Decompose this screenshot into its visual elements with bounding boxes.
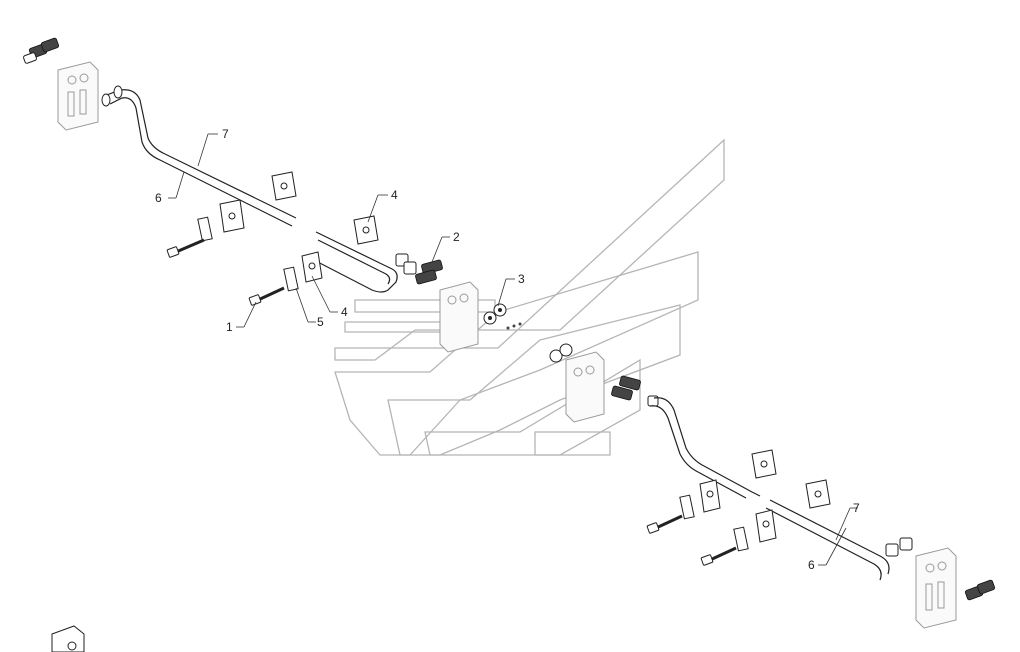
callout-6-upper: 6 — [155, 191, 162, 205]
clamp-plate-lower-1 — [679, 479, 721, 520]
callout-1: 1 — [226, 320, 233, 334]
callout-3: 3 — [518, 272, 525, 286]
callout-5: 5 — [317, 315, 324, 329]
fitting-upper-left — [23, 37, 60, 64]
clamp-lower-2 — [805, 479, 831, 509]
pipe-pair-lower — [649, 397, 890, 581]
callout-2: 2 — [453, 230, 460, 244]
fitting-lower — [611, 375, 659, 407]
callout-4-middle: 4 — [341, 305, 348, 319]
mounting-bracket-right-center — [565, 351, 605, 423]
upper-left-assembly — [23, 37, 522, 353]
nut-set — [483, 303, 522, 330]
bolt-lower-1 — [646, 514, 683, 534]
bolt-2 — [248, 286, 285, 306]
clamp-plate-2 — [283, 251, 323, 292]
callout-4-top: 4 — [391, 188, 398, 202]
bolt-lower-2 — [700, 546, 737, 566]
callout-labels: 7 6 4 2 3 4 1 5 7 6 — [155, 127, 860, 572]
fitting-lower-right — [885, 537, 996, 601]
mounting-bracket-center — [439, 281, 479, 353]
mounting-bracket-right — [915, 547, 957, 629]
clamp-top-1 — [271, 171, 297, 201]
clamp-plate-lower-2 — [733, 509, 777, 552]
bolt-1 — [166, 238, 205, 258]
mounting-bracket-left — [57, 61, 99, 131]
callout-6-lower: 6 — [808, 558, 815, 572]
leader-lines — [168, 133, 858, 566]
callout-7-lower: 7 — [853, 501, 860, 515]
clamp-plate-1 — [197, 199, 245, 242]
nuts-lower — [549, 343, 573, 363]
fitting-center — [395, 253, 443, 285]
clamp-lower-1 — [751, 449, 777, 479]
callout-7-upper: 7 — [222, 127, 229, 141]
lower-right-assembly — [549, 343, 996, 629]
partial-component-bottom-left — [51, 625, 85, 652]
clamp-top-2 — [353, 215, 379, 245]
pipe-pair-upper — [101, 85, 398, 293]
